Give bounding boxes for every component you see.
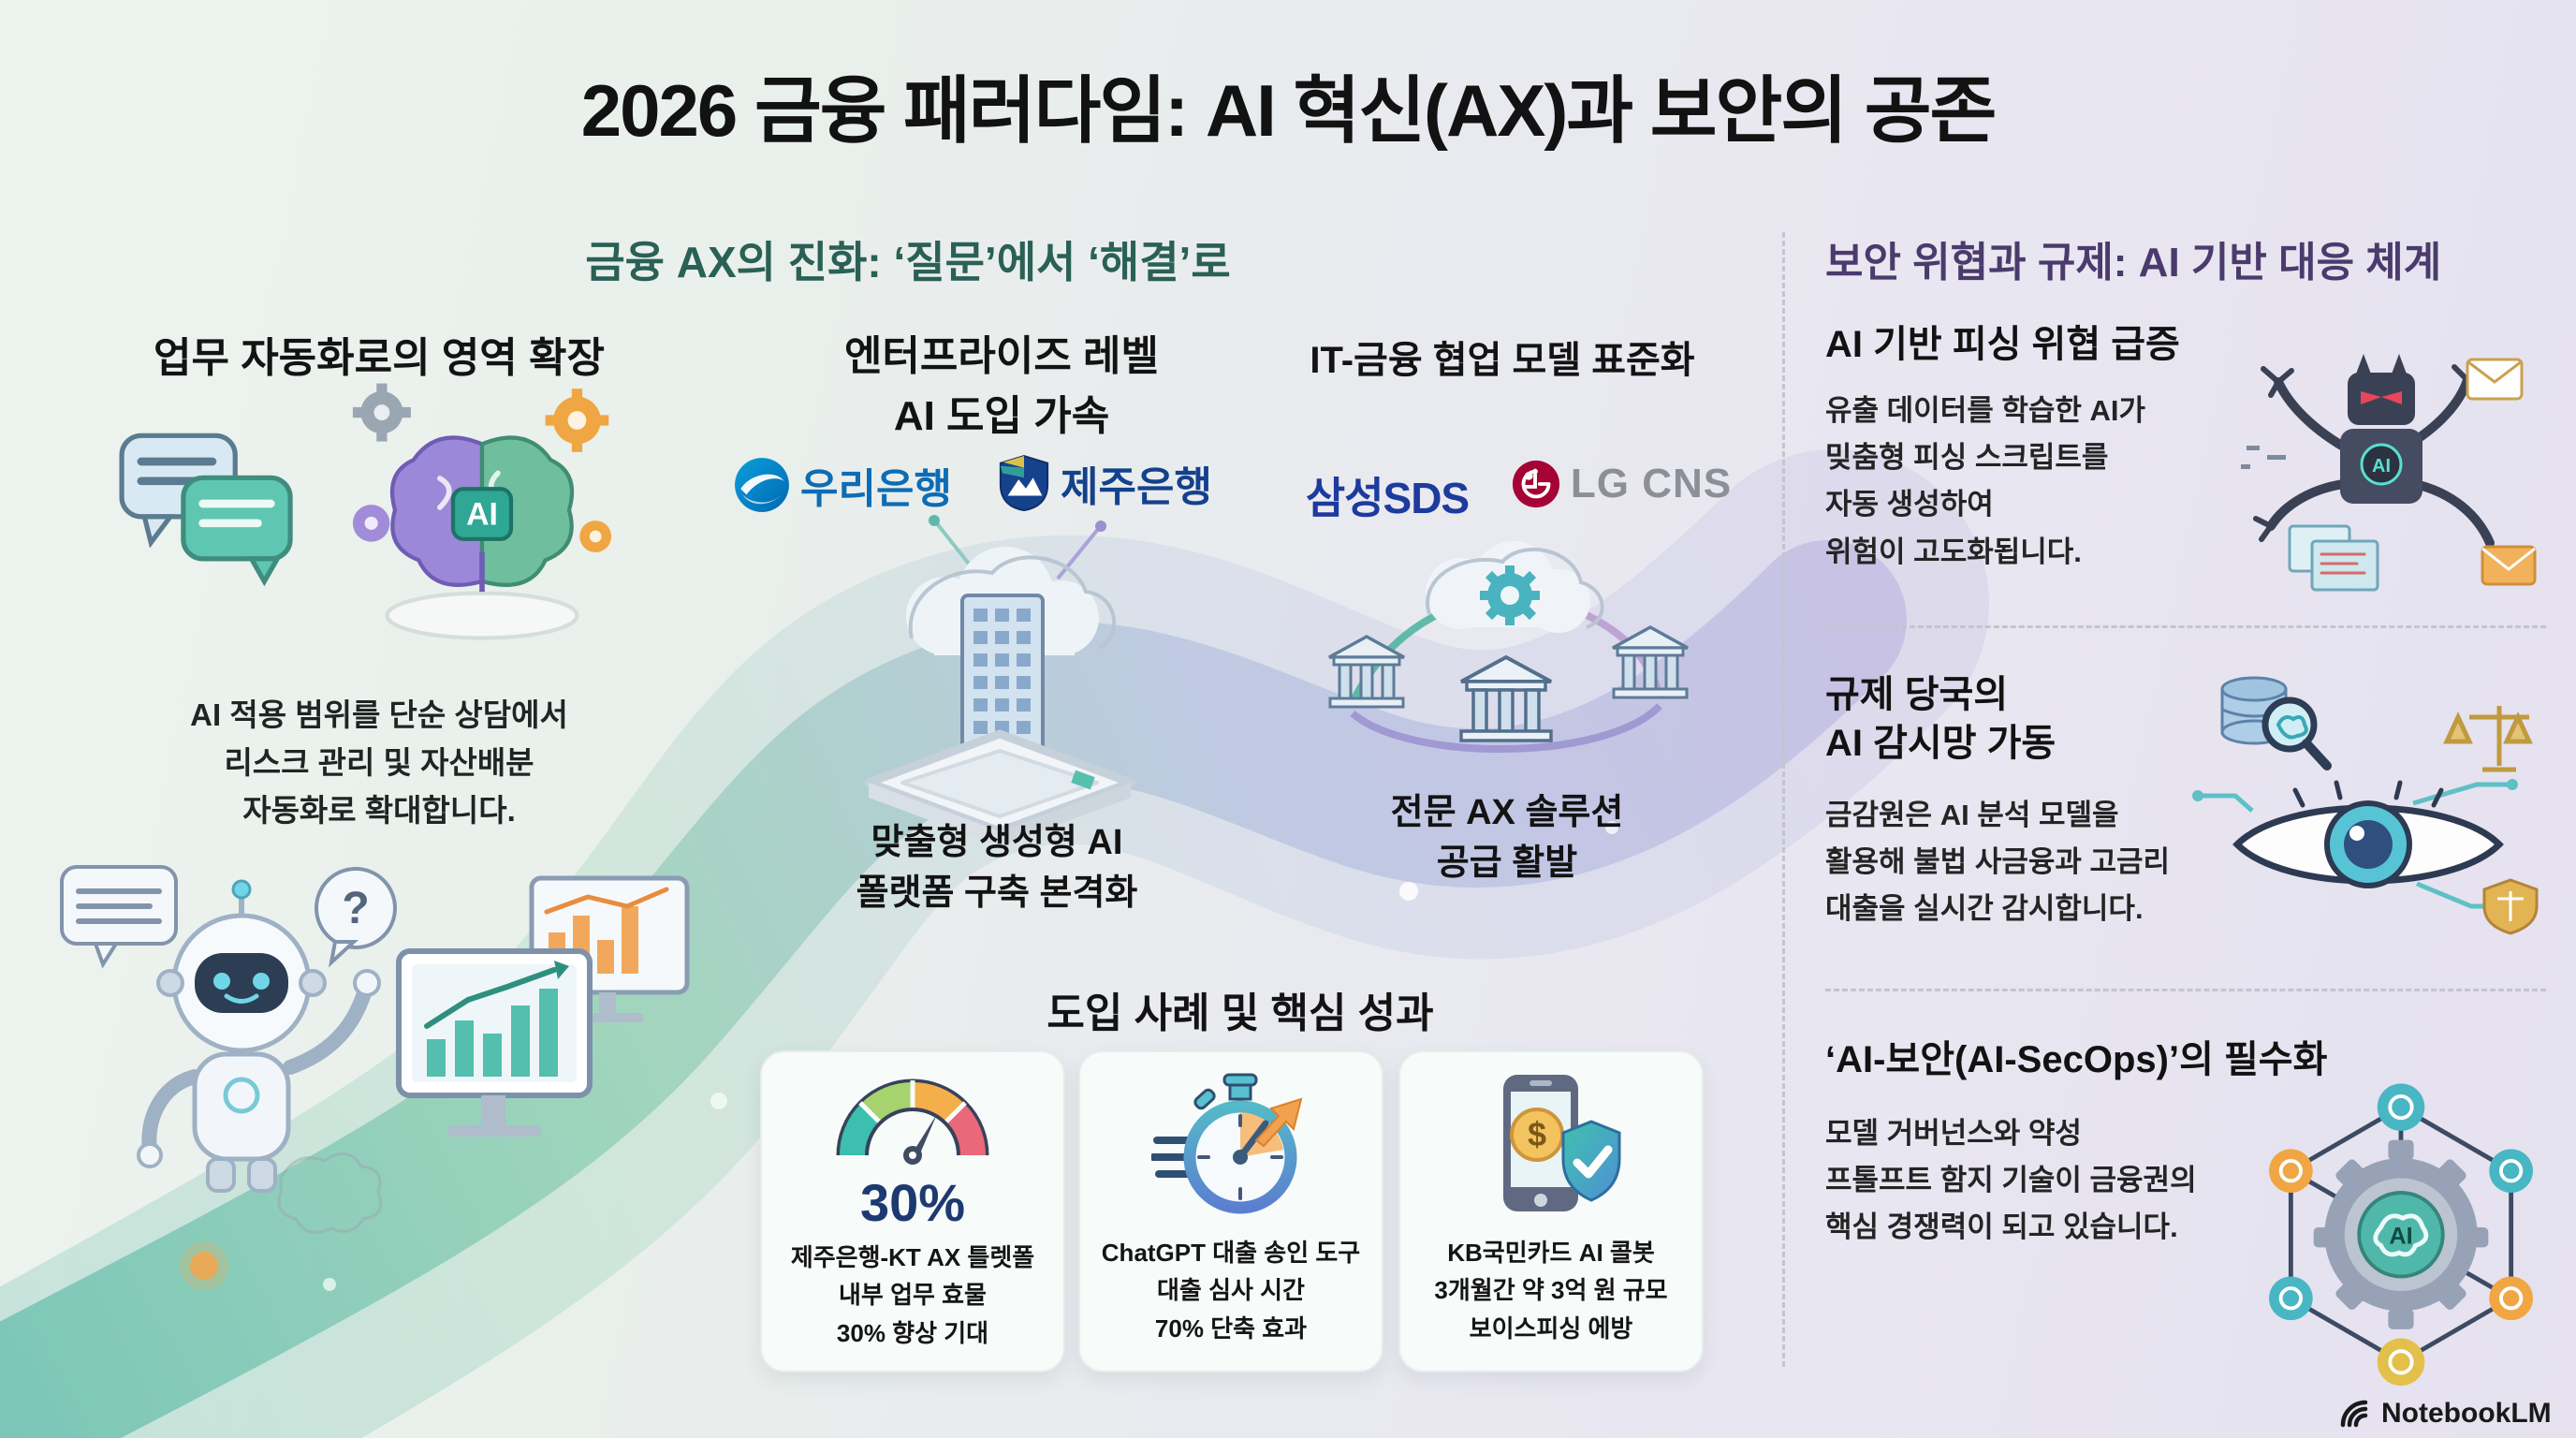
chat-bubbles-icon <box>119 433 293 587</box>
gear-icon <box>1480 565 1540 625</box>
woori-bank-label: 우리은행 <box>800 466 952 512</box>
case-card-stopwatch: ChatGPT 대출 송인 도구 대출 심사 시간 70% 단축 효과 <box>1078 1050 1383 1372</box>
jeju-bank-icon <box>999 454 1049 511</box>
col2-caption: 맞출형 생성형 AI 폴랫폼 구축 본격화 <box>777 818 1217 919</box>
right-section-header: 보안 위협과 규제: AI 기반 대응 체계 <box>1825 240 2442 286</box>
case-card-text: 제주은행-KT AX 틀렛폴 내부 업무 효물 30% 향상 기대 <box>790 1243 1035 1347</box>
gear-icon <box>579 521 612 552</box>
samsung-sds-logo: 삼성SDS <box>1284 464 1490 526</box>
col3-title: IT-금융 협업 모델 표준화 <box>1310 340 1695 381</box>
notebooklm-watermark: NotebookLM <box>2338 1397 2552 1431</box>
right-separator <box>1825 625 2546 628</box>
coin-dollar-label: $ <box>1528 1115 1546 1153</box>
phishing-robot-icon: AI <box>2241 354 2537 592</box>
gauge-metric: 30% <box>859 1173 966 1232</box>
case-card-phone: $ KB국민카드 AI 콜봇 3개월간 약 3억 원 규모 보이스피싱 에방 <box>1398 1050 1704 1372</box>
gear-icon <box>545 389 609 452</box>
right-separator <box>1825 989 2546 991</box>
secops-gear-network-icon: AI <box>2269 1083 2533 1387</box>
gear-icon <box>352 383 411 442</box>
page-title: 2026 금융 패러다임: AI 혁신(AX)과 보안의 공존 <box>580 69 1997 152</box>
col3-caption: 전문 AX 솔루션 공급 활발 <box>1329 788 1685 889</box>
stopwatch-icon <box>1151 1073 1303 1214</box>
gauge-icon <box>836 1078 989 1165</box>
col1-body: AI 적용 범위를 단순 상담에서 리스크 관리 및 자산배분 자동화로 확대합… <box>103 691 655 834</box>
col1-title: 업무 자동화로의 영역 확장 <box>154 335 605 381</box>
bank-building-icon <box>1459 654 1553 742</box>
case-card-text: ChatGPT 대출 송인 도구 대출 심사 시간 70% 단축 효과 <box>1101 1239 1361 1343</box>
cases-header: 도입 사례 및 핵심 성과 <box>1046 990 1434 1036</box>
jeju-bank-logo: 제주은행 <box>973 453 1236 513</box>
lg-cns-logo: LG CNS <box>1509 459 1734 509</box>
cloud-gear-banks-icon <box>1328 541 1689 753</box>
case-card-gauge: 30% 제주은행-KT AX 틀렛폴 내부 업무 효물 30% 향상 기대 <box>760 1050 1065 1372</box>
woori-bank-icon <box>735 458 789 512</box>
col1-body-line: AI 적용 범위를 단순 상담에서 <box>190 697 568 732</box>
col2-caption-line2: 폴랫폼 구축 본격화 <box>856 873 1138 913</box>
regulator-section-body: 금감원은 AI 분석 모델을 활용해 불법 사금융과 고금리 대출을 실시간 감… <box>1825 799 2171 926</box>
vertical-divider <box>1782 232 1785 1367</box>
col1-body-line: 리스크 관리 및 자산배분 <box>224 745 534 781</box>
robot-ai-label: AI <box>2372 456 2391 477</box>
scales-icon <box>2443 706 2533 772</box>
gear-ai-label: AI <box>2389 1223 2412 1249</box>
ai-surveillance-eye-icon <box>2192 676 2539 935</box>
gear-icon: AI <box>2313 1139 2489 1329</box>
col2-caption-line1: 맞출형 생성형 AI <box>871 823 1123 862</box>
phone-shield-icon: $ <box>1503 1075 1621 1211</box>
bank-building-icon <box>1612 625 1689 699</box>
col1-body-line: 자동화로 확대합니다. <box>242 793 516 829</box>
notebooklm-label: NotebookLM <box>2381 1398 2552 1429</box>
jeju-bank-label: 제주은행 <box>1061 464 1212 510</box>
col2-title: 엔터프라이즈 레벨 AI 도입 가속 <box>739 322 1264 442</box>
bank-building-icon <box>1328 635 1405 709</box>
left-section-header: 금융 AX의 진화: ‘질문’에서 ‘해결’로 <box>585 238 1231 286</box>
col2-title-line2: AI 도입 가속 <box>893 393 1110 439</box>
ai-brain-gears-icon: AI <box>352 383 612 640</box>
case-card-text: KB국민카드 AI 콜봇 3개월간 약 3억 원 규모 보이스피싱 에방 <box>1434 1239 1668 1343</box>
threat-section-body: 유출 데이터를 학습한 AI가 밎춤형 피싱 스크립트를 자동 생성하여 위험이… <box>1825 394 2146 568</box>
shield-icon <box>2482 878 2539 935</box>
col3-caption-line2: 공급 활발 <box>1436 843 1578 883</box>
robot-assistant-icon: ? <box>60 865 397 1193</box>
magnifier-icon <box>2261 697 2332 770</box>
network-node-icon <box>2269 1083 2533 1387</box>
cloud-platform-building-icon <box>864 515 1135 843</box>
col2-title-line1: 엔터프라이즈 레벨 <box>843 333 1160 379</box>
lg-symbol-icon <box>1512 460 1559 508</box>
secops-section-body: 모델 거버넌스와 약성 프톨프트 함지 기술이 금융권의 핵심 경쟁력이 되고 … <box>1825 1117 2197 1244</box>
threat-section-title: AI 기반 피싱 위협 급증 <box>1825 324 2180 365</box>
regulator-section-title: 규제 당국의 AI 감시망 가동 <box>1825 674 2056 764</box>
notebooklm-logo-icon <box>2340 1400 2368 1428</box>
secops-section-title: ‘AI-보안(AI-SecOps)’의 필수화 <box>1825 1039 2328 1080</box>
col3-caption-line1: 전문 AX 솔루션 <box>1390 793 1624 832</box>
question-bubble-label: ? <box>342 884 369 933</box>
lg-cns-label: LG CNS <box>1570 461 1733 506</box>
charts-monitors-icon <box>396 875 690 1137</box>
samsung-sds-label: 삼성SDS <box>1305 474 1470 522</box>
ai-chip-label: AI <box>466 496 498 532</box>
gear-icon <box>352 505 390 542</box>
woori-bank-logo: 우리은행 <box>721 455 964 515</box>
